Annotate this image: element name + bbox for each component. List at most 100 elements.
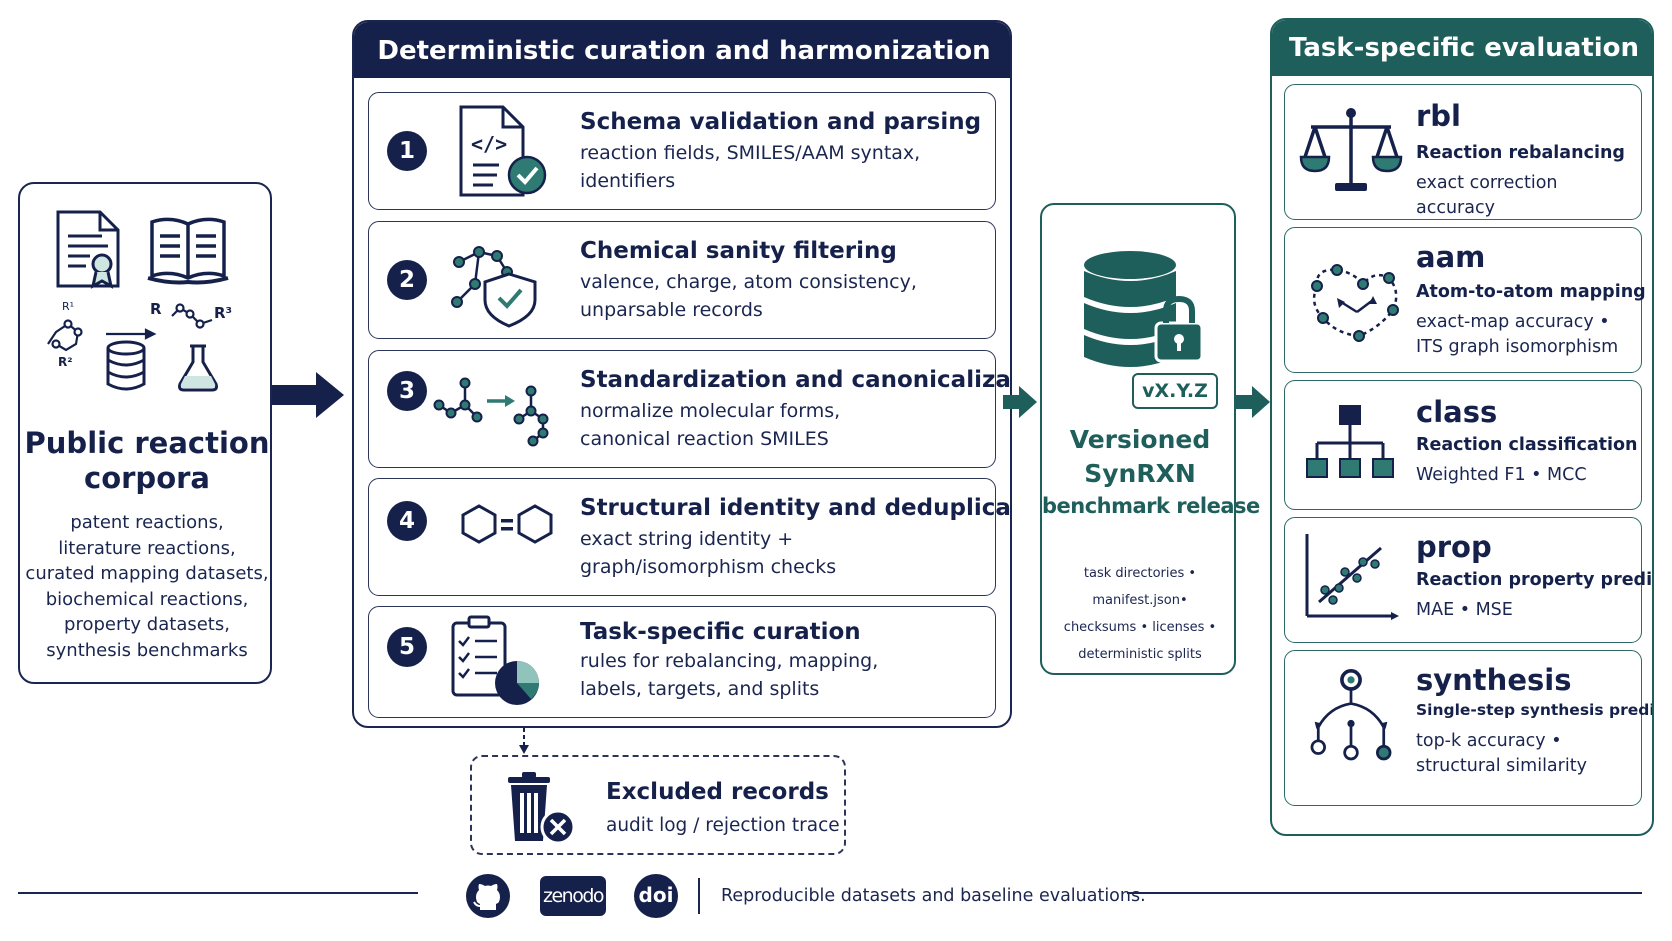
task-subtitle: Reaction rebalancing	[1416, 143, 1625, 163]
step-description: normalize molecular forms, canonical rea…	[580, 397, 990, 453]
r3-label: R³	[214, 304, 232, 322]
excluded-records-box: Excluded records audit log / rejection t…	[470, 755, 846, 855]
reaction-scheme-icon	[47, 303, 213, 352]
molecule-shield-icon	[451, 246, 537, 328]
hexagon-equals-icon	[461, 504, 553, 544]
step-title: Structural identity and deduplication	[580, 495, 1011, 521]
step-title: Standardization and canonicalization	[580, 367, 1011, 393]
task-metric-line: exact correction accuracy	[1416, 173, 1558, 218]
step-description: exact string identity + graph/isomorphis…	[580, 525, 990, 581]
step-description-line: rules for rebalancing, mapping,	[580, 650, 879, 672]
flow-arrow-release-to-evaluation	[1236, 386, 1270, 418]
retrosynthesis-tree-icon	[1310, 669, 1392, 761]
curation-panel: Deterministic curation and harmonization…	[352, 20, 1012, 728]
release-panel: vX.Y.Z Versioned SynRXN benchmark releas…	[1040, 203, 1260, 675]
database-lock-icon	[1084, 251, 1204, 367]
source-item: literature reactions,	[58, 537, 236, 559]
task-subtitle: Reaction property prediction	[1416, 570, 1653, 590]
corpora-icons: R¹ R² R R³	[47, 210, 232, 392]
step-task-specific-curation: 5 Task-specific curation rules for rebal…	[368, 606, 996, 718]
step-schema-validation: 1 </> Schema validation and parsing reac…	[368, 92, 996, 210]
task-metric-line: exact-map accuracy •	[1416, 312, 1610, 332]
trash-reject-icon	[508, 772, 576, 845]
task-metrics: Weighted F1 • MCC	[1416, 463, 1641, 488]
flow-arrow-to-excluded	[519, 728, 529, 754]
code-document-check-icon: </>	[459, 105, 547, 197]
patent-document-icon	[56, 210, 120, 289]
task-metric-line: structural similarity	[1416, 756, 1587, 776]
r-product-label: R	[150, 300, 162, 318]
task-card-rbl: rbl Reaction rebalancing exact correctio…	[1284, 84, 1642, 220]
doi-badge[interactable]: doi	[634, 874, 678, 918]
github-icon[interactable]	[464, 872, 512, 920]
source-item: curated mapping datasets,	[25, 563, 269, 584]
task-metric-line: ITS graph isomorphism	[1416, 337, 1619, 357]
balance-scale-icon	[1299, 108, 1403, 191]
footer-separator	[698, 878, 700, 914]
step-number-badge: 1	[387, 131, 427, 171]
footer-tagline: Reproducible datasets and baseline evalu…	[721, 886, 1146, 906]
release-title-line1: Versioned	[1069, 425, 1211, 454]
excluded-description: audit log / rejection trace	[606, 815, 840, 836]
step-title: Schema validation and parsing	[580, 109, 982, 135]
task-metrics: exact-map accuracy • ITS graph isomorphi…	[1416, 310, 1641, 360]
task-card-aam: aam Atom-to-atom mapping exact-map accur…	[1284, 227, 1646, 373]
release-contents-line: task directories • manifest.json•	[1083, 566, 1197, 608]
step-number-badge: 3	[387, 371, 427, 411]
step-number-badge: 4	[387, 501, 427, 541]
svg-text:</>: </>	[471, 132, 507, 156]
atom-graph-icon	[1311, 264, 1399, 342]
task-metric-line: top-k accuracy •	[1416, 731, 1562, 751]
corpora-title-line1: Public reaction	[24, 426, 270, 460]
step-description: valence, charge, atom consistency, unpar…	[580, 268, 990, 324]
step-standardization: 3 Standardization and canonicalization n…	[368, 350, 1010, 468]
flow-arrow-curation-to-release	[1003, 386, 1037, 418]
corpora-source-list: patent reactions, literature reactions, …	[20, 510, 274, 663]
release-contents-line: deterministic splits	[1078, 647, 1202, 662]
task-name: rbl	[1416, 99, 1462, 133]
task-name: aam	[1416, 240, 1486, 274]
release-contents-line: checksums • licenses •	[1063, 620, 1217, 635]
task-name: class	[1416, 395, 1498, 429]
source-item: synthesis benchmarks	[46, 639, 248, 661]
task-card-prop: prop Reaction property prediction MAE • …	[1284, 517, 1652, 643]
evaluation-panel: Task-specific evaluation rbl Reaction re…	[1270, 18, 1654, 836]
footer-divider-left	[18, 892, 418, 894]
release-contents: task directories • manifest.json• checks…	[1042, 560, 1238, 668]
task-subtitle: Reaction classification	[1416, 435, 1638, 455]
task-metric-line: Weighted F1 • MCC	[1416, 465, 1587, 485]
hierarchy-icon	[1306, 405, 1394, 478]
version-badge: vX.Y.Z	[1132, 373, 1218, 409]
task-name: synthesis	[1416, 663, 1572, 697]
release-title-line2: SynRXN	[1084, 459, 1196, 488]
corpora-title-line2: corpora	[84, 461, 210, 495]
step-description-line: graph/isomorphism checks	[580, 556, 837, 578]
flow-arrow-corpora-to-curation	[272, 372, 344, 418]
step-description-line: identifiers	[580, 170, 676, 192]
step-description-line: normalize molecular forms,	[580, 400, 841, 422]
task-subtitle: Single-step synthesis prediction	[1416, 701, 1654, 719]
task-card-class: class Reaction classification Weighted F…	[1284, 380, 1642, 510]
task-card-synthesis: synthesis Single-step synthesis predicti…	[1284, 650, 1652, 806]
task-metrics: exact correction accuracy	[1416, 171, 1641, 221]
task-metrics: MAE • MSE	[1416, 598, 1641, 623]
step-number-badge: 2	[387, 260, 427, 300]
step-deduplication: 4 Structural identity and deduplication …	[368, 478, 1010, 596]
step-title: Task-specific curation	[580, 619, 861, 645]
checklist-pie-icon	[451, 615, 539, 705]
step-description-line: exact string identity +	[580, 528, 794, 550]
r2-label: R²	[58, 355, 73, 369]
zenodo-badge[interactable]: zenodo	[540, 876, 606, 916]
source-item: biochemical reactions,	[45, 588, 249, 610]
step-description: reaction fields, SMILES/AAM syntax, iden…	[580, 139, 990, 195]
step-description: rules for rebalancing, mapping, labels, …	[580, 647, 990, 703]
open-book-icon	[147, 217, 229, 285]
task-subtitle: Atom-to-atom mapping	[1416, 282, 1646, 302]
footer-divider-right	[1127, 892, 1642, 894]
task-metrics: top-k accuracy • structural similarity	[1416, 729, 1641, 779]
step-chemical-sanity: 2 Chemical sanity filtering valence, cha…	[368, 221, 996, 339]
corpora-title: Public reaction corpora	[20, 426, 274, 496]
step-description-line: canonical reaction SMILES	[580, 428, 829, 450]
step-description-line: unparsable records	[580, 299, 763, 321]
molecule-transform-icon	[433, 377, 549, 447]
